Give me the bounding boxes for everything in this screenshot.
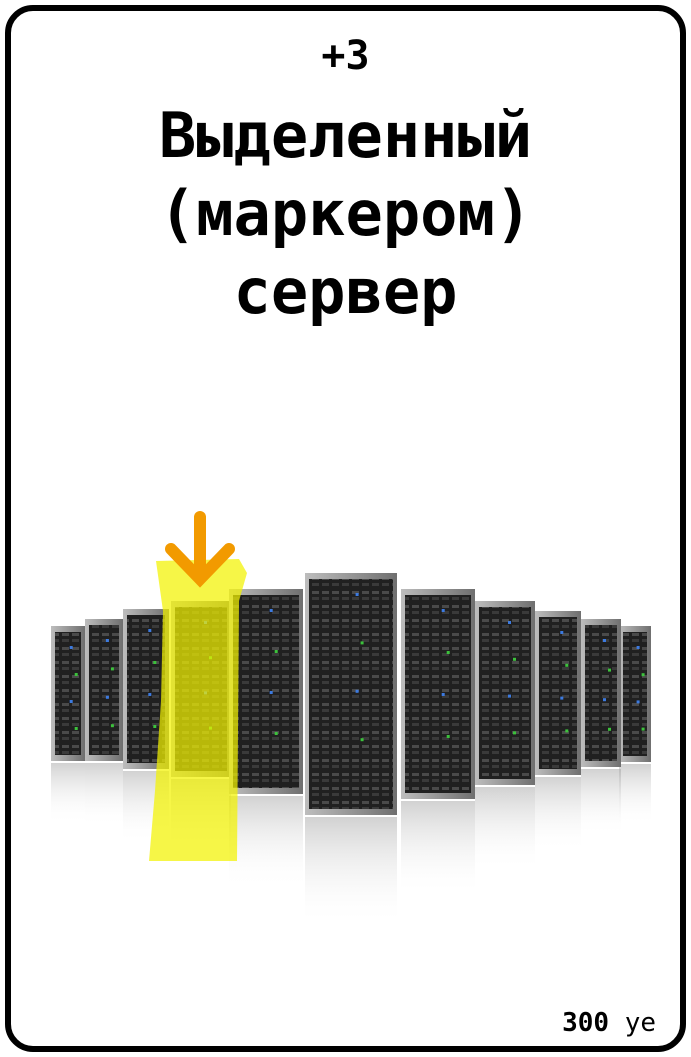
server-rack: [475, 601, 535, 870]
server-racks-illustration: [51, 511, 651, 926]
price-amount: 300: [562, 1008, 610, 1038]
server-rack: [535, 611, 581, 851]
card-title: Выделенный (маркером) сервер: [11, 97, 680, 331]
price-unit: уе: [624, 1008, 656, 1038]
price: 300 уе: [562, 1008, 656, 1038]
title-line-3: сервер: [233, 255, 458, 328]
title-line-1: Выделенный: [158, 99, 533, 172]
server-rack: [581, 619, 621, 836]
server-rack: [229, 589, 303, 889]
rack-group: [51, 573, 651, 926]
card: +3 Выделенный (маркером) сервер: [5, 5, 686, 1052]
marker-highlight: [149, 559, 247, 861]
server-rack: [401, 589, 475, 896]
bonus-value: +3: [321, 33, 370, 79]
title-line-2: (маркером): [158, 177, 533, 250]
server-rack: [51, 626, 85, 824]
server-rack: [619, 626, 651, 826]
server-rack: [85, 619, 123, 827]
down-arrow-icon: [165, 511, 235, 588]
server-rack: [305, 573, 397, 926]
